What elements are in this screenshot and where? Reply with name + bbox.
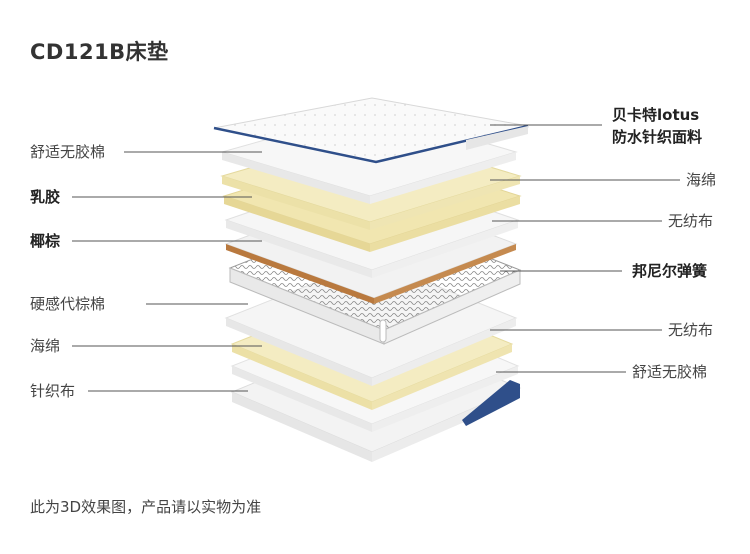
- label-non-woven-lower: 无纺布: [668, 321, 714, 339]
- label-sponge-left: 海绵: [30, 337, 61, 355]
- leader-lines-left: [72, 151, 262, 392]
- label-comfort-foam-left: 舒适无胶棉: [30, 143, 106, 161]
- leader-lines-right: [490, 124, 680, 373]
- top-quilted-fabric-layer: [213, 97, 529, 164]
- label-latex: 乳胶: [30, 188, 61, 206]
- page-title: CD121B床垫: [30, 40, 169, 64]
- label-sponge-right: 海绵: [686, 171, 717, 189]
- label-knit-fabric: 针织布: [30, 382, 76, 400]
- spring-handle: [379, 319, 387, 343]
- label-non-woven-upper: 无纺布: [668, 212, 714, 230]
- label-hard-felt: 硬感代棕棉: [30, 295, 106, 313]
- label-bekaert-lotus: 贝卡特lotus: [612, 106, 700, 124]
- label-comfort-foam-right: 舒适无胶棉: [632, 363, 708, 381]
- bottom-fabric-blue-edge: [462, 380, 520, 426]
- label-waterproof-knit: 防水针织面料: [612, 128, 703, 146]
- label-bonnell-spring: 邦尼尔弹簧: [632, 262, 708, 280]
- disclaimer-caption: 此为3D效果图，产品请以实物为准: [30, 498, 262, 516]
- label-coconut-palm: 椰棕: [30, 232, 61, 250]
